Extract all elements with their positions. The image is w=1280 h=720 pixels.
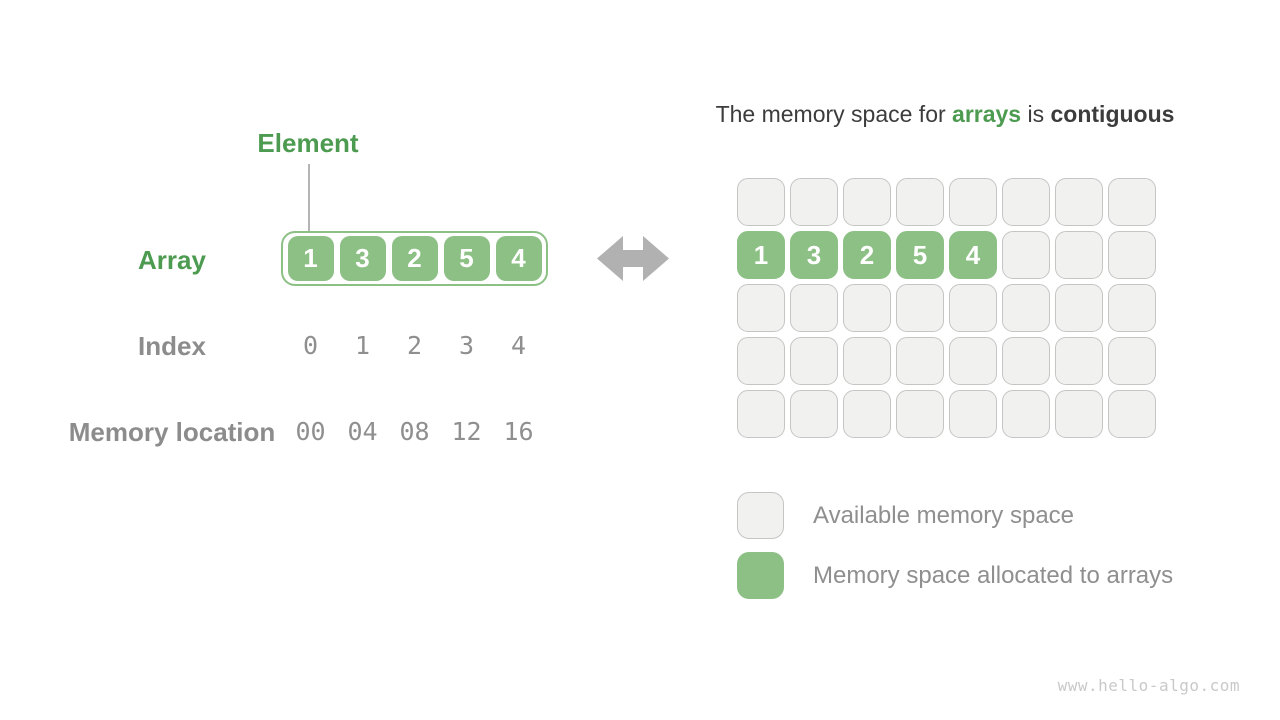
title-highlight-arrays: arrays	[952, 101, 1022, 127]
memory-cell	[737, 178, 785, 226]
memory-cell	[843, 284, 891, 332]
memory-cell-allocated: 1	[737, 231, 785, 279]
memory-cell	[1108, 337, 1156, 385]
array-cell: 2	[391, 236, 438, 281]
array-label: Array	[138, 245, 206, 275]
memory-cell	[1055, 390, 1103, 438]
memory-cell	[1055, 231, 1103, 279]
memory-cell	[843, 390, 891, 438]
array-cell: 5	[443, 236, 490, 281]
memory-cell	[1002, 231, 1050, 279]
index-value: 3	[458, 331, 475, 360]
available-memory-swatch	[737, 492, 784, 539]
memory-location-value: 16	[503, 417, 534, 446]
index-values-row: 0 1 2 3 4	[281, 331, 548, 360]
memory-cell-allocated: 5	[896, 231, 944, 279]
element-label: Element	[257, 128, 359, 158]
array-cell: 3	[339, 236, 386, 281]
memory-location-value: 12	[451, 417, 482, 446]
index-value: 0	[302, 331, 319, 360]
index-value: 2	[406, 331, 423, 360]
double-arrow-icon	[597, 236, 669, 281]
memory-cell	[1108, 231, 1156, 279]
memory-cell-allocated: 2	[843, 231, 891, 279]
memory-cell	[790, 284, 838, 332]
memory-cell	[790, 390, 838, 438]
array-cell: 4	[495, 236, 542, 281]
memory-cell	[896, 337, 944, 385]
index-value: 4	[510, 331, 527, 360]
memory-cell	[949, 178, 997, 226]
memory-location-values-row: 00 04 08 12 16	[281, 417, 548, 446]
memory-cell	[896, 178, 944, 226]
title-middle: is	[1021, 101, 1051, 127]
index-value: 1	[354, 331, 371, 360]
legend: Available memory space Memory space allo…	[737, 492, 1173, 612]
memory-location-value: 00	[295, 417, 326, 446]
memory-cell	[1108, 284, 1156, 332]
memory-location-value: 04	[347, 417, 378, 446]
memory-cell	[790, 337, 838, 385]
memory-cell	[896, 284, 944, 332]
memory-cell	[1002, 178, 1050, 226]
memory-cell	[1002, 337, 1050, 385]
allocated-memory-swatch	[737, 552, 784, 599]
index-label: Index	[138, 331, 206, 361]
element-connector-line	[308, 164, 310, 231]
memory-cell	[843, 337, 891, 385]
legend-row-allocated: Memory space allocated to arrays	[737, 552, 1173, 599]
memory-cell	[1055, 284, 1103, 332]
memory-cell	[790, 178, 838, 226]
memory-cell	[949, 390, 997, 438]
memory-cell	[949, 337, 997, 385]
legend-label: Available memory space	[813, 501, 1075, 529]
memory-cell	[949, 284, 997, 332]
title-emphasis-contiguous: contiguous	[1050, 101, 1175, 127]
memory-cell	[1108, 390, 1156, 438]
memory-cell	[737, 390, 785, 438]
title-prefix: The memory space for	[715, 101, 953, 127]
memory-cell	[1055, 337, 1103, 385]
memory-cell	[737, 284, 785, 332]
legend-row-available: Available memory space	[737, 492, 1173, 539]
memory-location-value: 08	[399, 417, 430, 446]
right-title: The memory space for arrays is contiguou…	[645, 101, 1245, 128]
array-cell: 1	[287, 236, 334, 281]
memory-cell-allocated: 3	[790, 231, 838, 279]
memory-cell-allocated: 4	[949, 231, 997, 279]
legend-label: Memory space allocated to arrays	[813, 561, 1174, 589]
memory-cell	[843, 178, 891, 226]
memory-cell	[1108, 178, 1156, 226]
watermark: www.hello-algo.com	[1057, 676, 1240, 695]
memory-cell	[1002, 390, 1050, 438]
memory-location-label: Memory location	[68, 417, 276, 447]
memory-cell	[737, 337, 785, 385]
memory-cell	[896, 390, 944, 438]
memory-cell	[1055, 178, 1103, 226]
array-container: 1 3 2 5 4	[281, 231, 548, 286]
memory-cell	[1002, 284, 1050, 332]
